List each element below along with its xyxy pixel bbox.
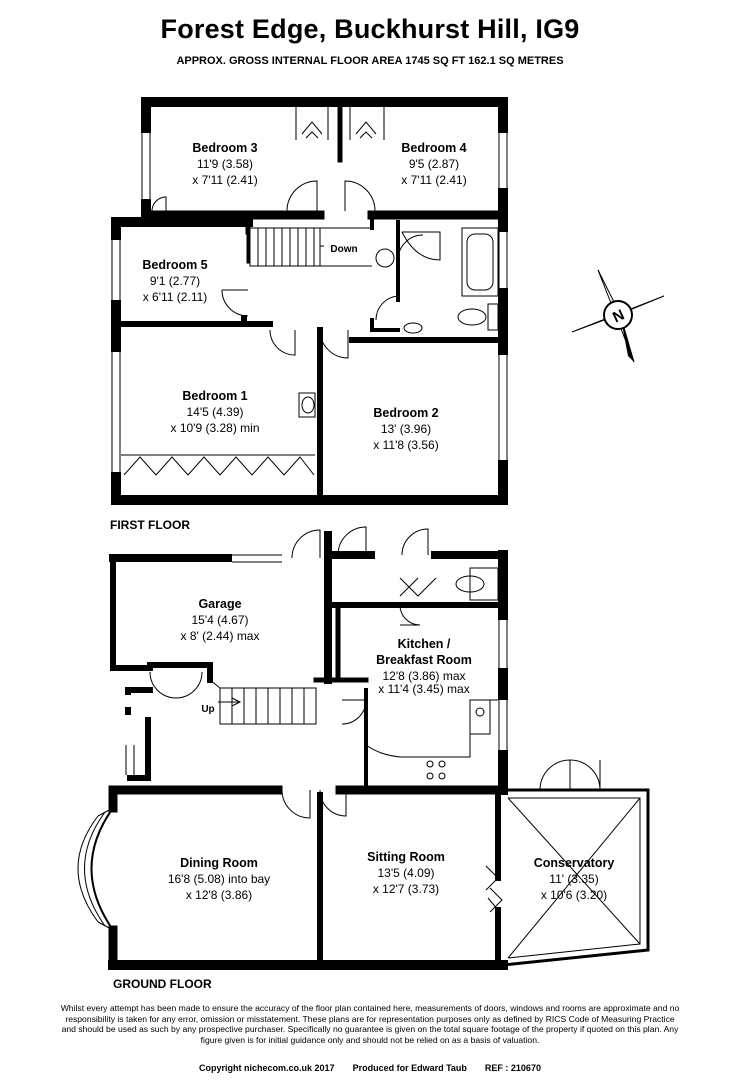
footer-produced: Produced for Edward Taub xyxy=(352,1063,467,1073)
kitchen-name1: Kitchen / xyxy=(398,637,451,651)
garage-dim1: 15'4 (4.67) xyxy=(192,613,249,627)
bedroom5-dim1: 9'1 (2.77) xyxy=(150,274,200,288)
bedroom1-name: Bedroom 1 xyxy=(182,389,247,403)
disclaimer-text: Whilst every attempt has been made to en… xyxy=(60,1003,680,1045)
bedroom4-dim2: x 7'11 (2.41) xyxy=(401,173,466,187)
footer-ref: REF : 210670 xyxy=(484,1063,541,1073)
compass-rose: N xyxy=(571,269,665,363)
footer: Copyright nichecom.co.uk 2017 Produced fo… xyxy=(0,1063,740,1073)
first-floor-doors xyxy=(121,106,424,476)
first-floor-label: FIRST FLOOR xyxy=(110,518,190,532)
plan-title: Forest Edge, Buckhurst Hill, IG9 xyxy=(160,14,580,44)
conservatory-name: Conservatory xyxy=(534,856,615,870)
sitting-name: Sitting Room xyxy=(367,850,445,864)
dining-dim1: 16'8 (5.08) into bay xyxy=(168,872,270,886)
footer-copyright: Copyright nichecom.co.uk 2017 xyxy=(199,1063,335,1073)
sitting-dim2: x 12'7 (3.73) xyxy=(373,882,439,896)
floor-area-subtitle: APPROX. GROSS INTERNAL FLOOR AREA 1745 S… xyxy=(176,55,564,67)
ground-floor-walls xyxy=(108,531,508,970)
bedroom3-dim2: x 7'11 (2.41) xyxy=(192,173,257,187)
conservatory-structure xyxy=(485,759,650,967)
bedroom3-dim1: 11'9 (3.58) xyxy=(197,157,253,171)
kitchen-dim2: x 11'4 (3.45) max xyxy=(378,682,469,696)
ground-floor-label: GROUND FLOOR xyxy=(113,977,212,991)
ground-floor-windows xyxy=(125,554,508,775)
floor-plan: N Bedroom 3 11'9 (3.58) x 7'11 (2.41) Be… xyxy=(77,97,665,970)
kitchen-fixtures xyxy=(365,699,498,780)
dining-dim2: x 12'8 (3.86) xyxy=(186,888,252,902)
ground-floor-doors xyxy=(149,526,499,819)
kitchen-dim1: 12'8 (3.86) max xyxy=(383,669,466,683)
kitchen-name2: Breakfast Room xyxy=(376,653,472,667)
bedroom5-name: Bedroom 5 xyxy=(142,258,207,272)
conservatory-dim2: x 10'6 (3.20) xyxy=(541,888,607,902)
bedroom2-dim1: 13' (3.96) xyxy=(381,422,431,436)
ground-floor-stairs xyxy=(209,679,317,725)
sitting-dim1: 13'5 (4.09) xyxy=(378,866,435,880)
stairs-up-label: Up xyxy=(201,704,214,715)
bedroom2-dim2: x 11'8 (3.56) xyxy=(373,438,438,452)
bedroom1-dim2: x 10'9 (3.28) min xyxy=(171,421,260,435)
conservatory-dim1: 11' (3.35) xyxy=(549,872,598,886)
bedroom2-name: Bedroom 2 xyxy=(373,406,438,420)
bedroom5-dim2: x 6'11 (2.11) xyxy=(143,290,208,304)
bedroom4-dim1: 9'5 (2.87) xyxy=(409,157,459,171)
stairs-down-label: Down xyxy=(330,244,357,255)
first-floor-stairs xyxy=(249,227,372,267)
first-floor-walls xyxy=(111,97,508,505)
first-floor-windows xyxy=(111,133,508,472)
bedroom3-name: Bedroom 3 xyxy=(192,141,257,155)
room-labels: Bedroom 3 11'9 (3.58) x 7'11 (2.41) Bedr… xyxy=(142,141,614,902)
dining-bay-window xyxy=(77,807,114,931)
bedroom4-name: Bedroom 4 xyxy=(401,141,466,155)
bedroom1-dim1: 14'5 (4.39) xyxy=(187,405,244,419)
dining-name: Dining Room xyxy=(180,856,258,870)
bathroom-fixtures xyxy=(298,227,499,418)
garage-dim2: x 8' (2.44) max xyxy=(181,629,260,643)
garage-name: Garage xyxy=(198,597,241,611)
